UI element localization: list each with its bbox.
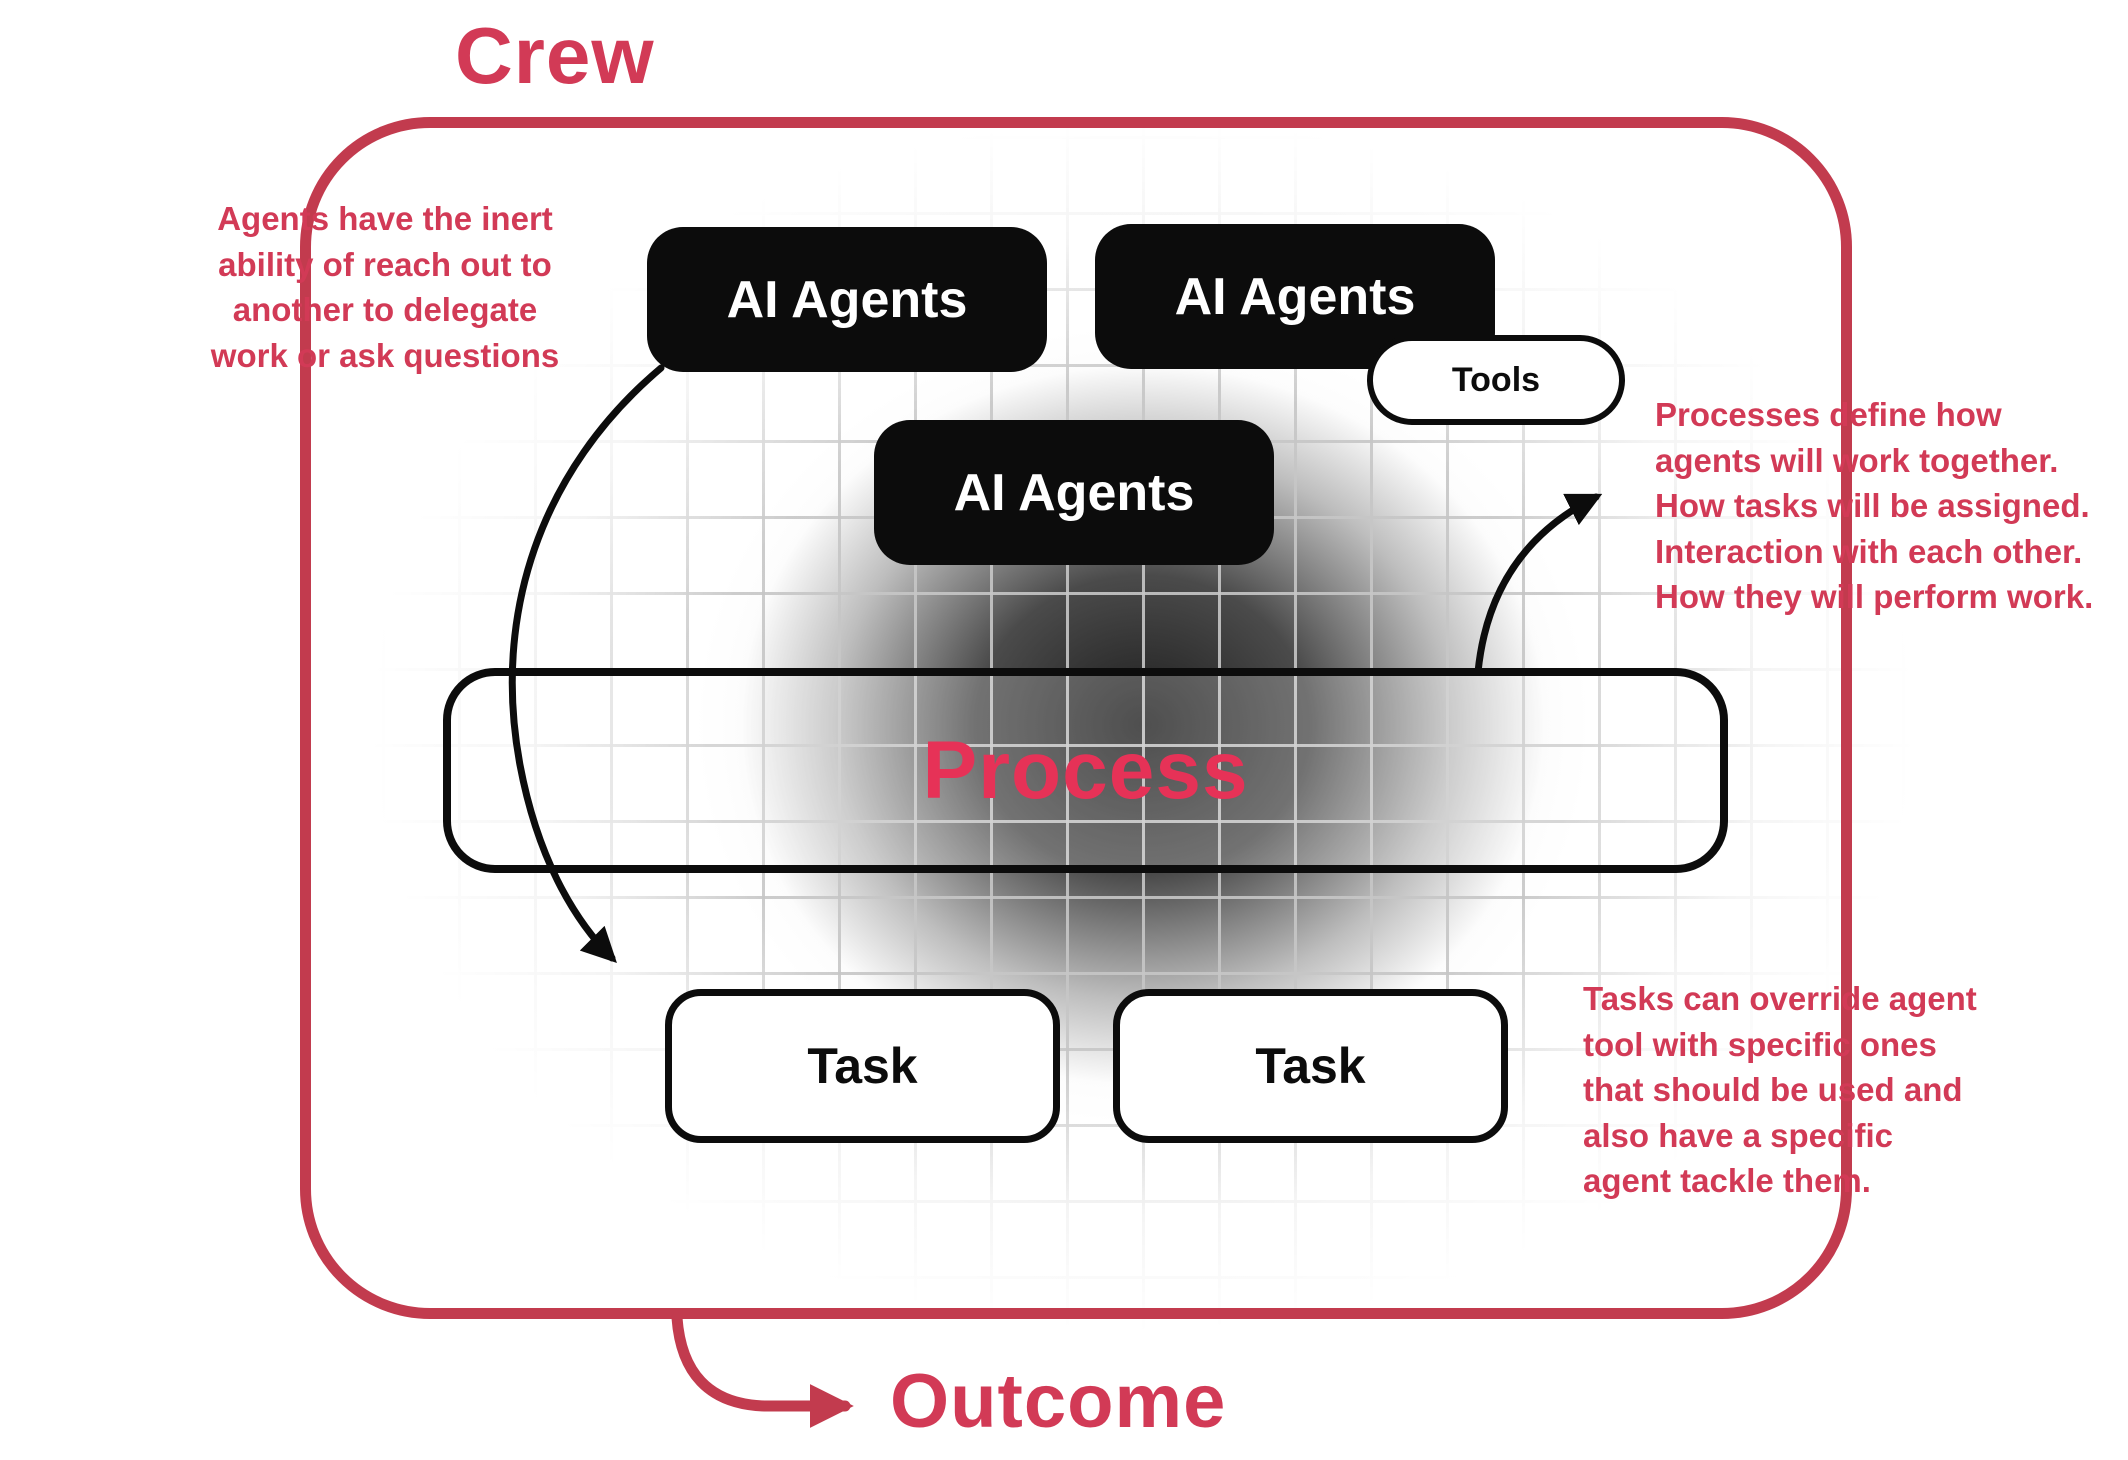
task-label-1: Task [807,1038,918,1094]
annotation-processes: Processes define how agents will work to… [1655,396,2094,616]
annotation-tasks: Tasks can override agent tool with speci… [1583,980,1977,1200]
ai-agents-label-2: AI Agents [1174,267,1416,326]
process-bar: Process [443,668,1728,873]
process-label: Process [922,724,1249,816]
task-box-2: Task [1113,989,1508,1143]
outcome-label: Outcome [890,1359,1227,1444]
tools-label: Tools [1451,360,1541,399]
annotation-agents-delegation: Agents have the inert ability of reach o… [210,200,560,374]
task-label-2: Task [1255,1038,1366,1094]
ai-agents-label-3: AI Agents [953,463,1195,522]
crew-title: Crew [455,11,655,100]
task-box-1: Task [665,989,1060,1143]
tools-pill: Tools [1367,335,1625,425]
ai-agents-box-2: AI Agents [1095,224,1495,369]
ai-agents-label-1: AI Agents [726,270,968,329]
crew-boundary [300,117,1852,1319]
ai-agents-box-1: AI Agents [647,227,1047,372]
ai-agents-box-3: AI Agents [874,420,1274,565]
